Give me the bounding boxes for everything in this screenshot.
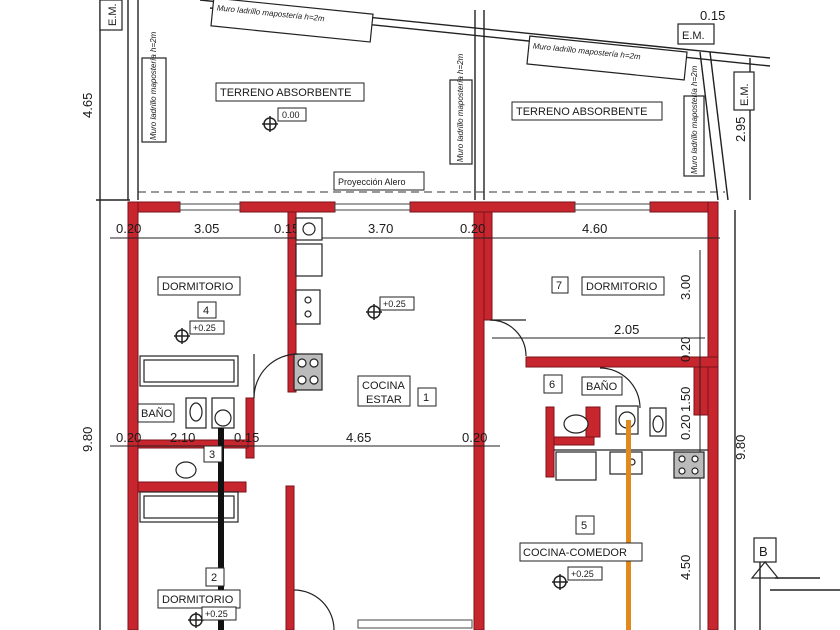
wall-note-vertical-3: Muro ladrillo mapostería h=2m xyxy=(683,65,705,177)
room-bano-3: BAÑO 3 xyxy=(137,403,223,463)
dim-9-80-left: 9.80 xyxy=(80,427,95,452)
svg-text:1: 1 xyxy=(423,392,429,404)
walls xyxy=(127,201,719,630)
em-mark-right: E.M. xyxy=(733,71,755,111)
drain-pipe-left xyxy=(218,428,224,630)
wall-note-1: Muro ladrillo mapostería h=2m xyxy=(210,0,374,43)
dim-0-20: 0.20 xyxy=(678,337,693,362)
svg-text:COCINA-COMEDOR: COCINA-COMEDOR xyxy=(523,547,627,559)
svg-text:6: 6 xyxy=(549,379,555,391)
svg-text:Muro ladrillo mapostería h=2m: Muro ladrillo mapostería h=2m xyxy=(690,65,699,174)
em-mark-top: E.M. xyxy=(677,23,715,45)
svg-text:3: 3 xyxy=(209,449,215,461)
room-cocina-estar: +0.25 COCINA ESTAR 1 xyxy=(357,296,437,407)
label-terreno-2: TERRENO ABSORBENTE xyxy=(511,101,663,121)
svg-text:5: 5 xyxy=(581,520,587,532)
dim-4-50: 4.50 xyxy=(678,555,693,580)
dim-4-65: 4.65 xyxy=(80,93,95,118)
svg-text:0.00: 0.00 xyxy=(282,110,300,120)
svg-text:E.M.: E.M. xyxy=(682,30,705,42)
svg-text:2.10: 2.10 xyxy=(170,430,195,445)
svg-text:BAÑO: BAÑO xyxy=(141,407,173,420)
svg-text:TERRENO ABSORBENTE: TERRENO ABSORBENTE xyxy=(220,87,351,99)
svg-text:0.15: 0.15 xyxy=(234,430,259,445)
svg-text:+0.25: +0.25 xyxy=(205,609,228,619)
label-terreno-1: TERRENO ABSORBENTE xyxy=(215,82,365,102)
room-cocina-comedor: 5 COCINA-COMEDOR +0.25 xyxy=(519,515,643,590)
svg-text:COCINA: COCINA xyxy=(362,380,405,392)
svg-text:0.20: 0.20 xyxy=(116,221,141,236)
svg-text:ESTAR: ESTAR xyxy=(366,394,402,406)
svg-text:DORMITORIO: DORMITORIO xyxy=(162,594,234,606)
dim-1-50: 1.50 xyxy=(678,387,693,412)
dim-row-top: 0.20 3.05 0.15 3.70 0.20 4.60 xyxy=(116,221,607,236)
svg-text:0.15: 0.15 xyxy=(274,221,299,236)
dim-0-20b: 0.20 xyxy=(678,415,693,440)
room-dorm-7: 7 DORMITORIO xyxy=(551,276,665,296)
em-mark-left: E.M. xyxy=(99,0,123,31)
room-dorm-2: 2 DORMITORIO +0.25 xyxy=(157,567,241,628)
svg-text:B: B xyxy=(759,544,768,559)
svg-text:4: 4 xyxy=(203,305,209,317)
svg-text:Proyección Alero: Proyección Alero xyxy=(338,177,406,187)
svg-text:2: 2 xyxy=(211,572,217,584)
dim-row-mid: 0.20 2.10 0.15 4.65 0.20 xyxy=(116,430,487,445)
svg-text:0.20: 0.20 xyxy=(116,430,141,445)
room-dorm-4: DORMITORIO 4 +0.25 xyxy=(157,276,241,344)
svg-text:E.M.: E.M. xyxy=(107,3,119,26)
svg-text:Muro ladrillo mapostería h=2m: Muro ladrillo mapostería h=2m xyxy=(149,31,158,140)
svg-text:4.65: 4.65 xyxy=(346,430,371,445)
dim-0-15: 0.15 xyxy=(700,8,725,23)
svg-text:BAÑO: BAÑO xyxy=(586,380,618,393)
svg-text:+0.25: +0.25 xyxy=(193,323,216,333)
wall-note-vertical-1: Muro ladrillo mapostería h=2m xyxy=(141,31,167,143)
svg-text:Muro ladrillo mapostería h=2m: Muro ladrillo mapostería h=2m xyxy=(456,53,465,162)
svg-text:E.M.: E.M. xyxy=(739,83,751,106)
room-bano-6: 6 BAÑO xyxy=(543,374,623,396)
dim-lines xyxy=(110,237,720,630)
door-swings xyxy=(253,319,641,630)
section-mark-b: B xyxy=(750,537,780,579)
svg-text:3.05: 3.05 xyxy=(194,221,219,236)
kitchen-fixtures xyxy=(293,217,708,481)
windows xyxy=(179,203,651,629)
dim-9-80-right: 9.80 xyxy=(733,435,748,460)
svg-text:DORMITORIO: DORMITORIO xyxy=(586,281,658,293)
level-marker-0: 0.00 xyxy=(262,107,307,132)
svg-text:TERRENO ABSORBENTE: TERRENO ABSORBENTE xyxy=(516,106,647,118)
svg-text:+0.25: +0.25 xyxy=(571,569,594,579)
dim-2-95: 2.95 xyxy=(733,117,748,142)
svg-text:+0.25: +0.25 xyxy=(383,299,406,309)
svg-text:4.60: 4.60 xyxy=(582,221,607,236)
drain-pipe-right xyxy=(626,420,631,630)
label-proyeccion-alero: Proyección Alero xyxy=(333,171,425,191)
svg-text:0.20: 0.20 xyxy=(462,430,487,445)
dim-2-05: 2.05 xyxy=(614,322,639,337)
wall-note-vertical-2: Muro ladrillo mapostería h=2m xyxy=(449,53,473,165)
svg-text:DORMITORIO: DORMITORIO xyxy=(162,281,234,293)
svg-text:0.20: 0.20 xyxy=(460,221,485,236)
wall-note-2: Muro ladrillo mapostería h=2m xyxy=(526,35,688,81)
svg-text:7: 7 xyxy=(556,280,562,292)
dim-3-00: 3.00 xyxy=(678,275,693,300)
svg-text:3.70: 3.70 xyxy=(368,221,393,236)
